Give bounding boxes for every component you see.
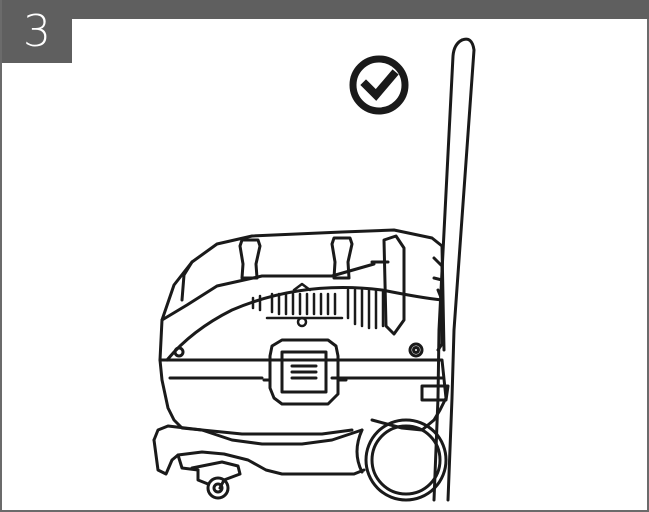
top-clips [238, 236, 354, 280]
right-details [408, 256, 444, 358]
handle [432, 37, 476, 502]
check-circle-icon [349, 55, 409, 115]
front-grip [262, 338, 348, 406]
side-latch [370, 234, 406, 336]
header-bar [2, 0, 649, 19]
handle-bracket [420, 384, 450, 402]
container-body [158, 346, 448, 436]
vent-slots [251, 282, 385, 330]
rear-wheel [355, 418, 448, 502]
upper-hood [158, 228, 446, 362]
step-number: 3 [2, 0, 72, 63]
front-caster [190, 460, 242, 500]
